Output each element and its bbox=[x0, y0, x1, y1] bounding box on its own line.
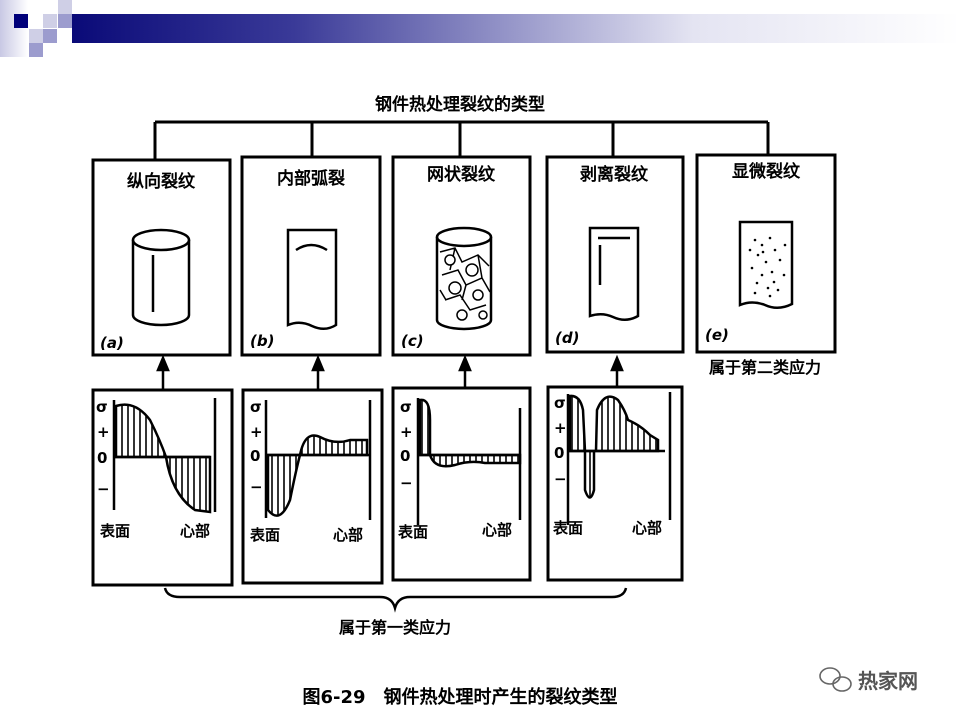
specimen-d-bar bbox=[588, 226, 640, 321]
axis-surface-b: 表面 bbox=[250, 526, 280, 544]
axis-sigma-d: σ bbox=[554, 394, 566, 412]
watermark-text: 热家网 bbox=[858, 669, 918, 693]
decor-square bbox=[43, 29, 57, 43]
axis-plus-c: + bbox=[400, 423, 413, 441]
tree-connectors bbox=[153, 120, 770, 160]
axis-surface-a: 表面 bbox=[100, 522, 130, 540]
stress-graph-box-d bbox=[546, 385, 684, 582]
axis-plus-b: + bbox=[250, 423, 263, 441]
diagram-title: 钢件热处理裂纹的类型 bbox=[375, 94, 545, 115]
first-type-stress-label: 属于第一类应力 bbox=[339, 618, 451, 637]
type-box-d bbox=[545, 155, 685, 354]
type-label-b: (b) bbox=[250, 332, 274, 350]
stress-curve-d bbox=[566, 392, 672, 525]
decor-square bbox=[58, 0, 72, 14]
axis-minus-b: − bbox=[250, 478, 263, 496]
axis-minus-c: − bbox=[400, 474, 413, 492]
axis-plus-d: + bbox=[554, 419, 567, 437]
title-bar bbox=[72, 14, 960, 43]
figure-caption: 图6-29 钢件热处理时产生的裂纹类型 bbox=[302, 686, 617, 708]
axis-core-c: 心部 bbox=[482, 521, 512, 539]
axis-minus-a: − bbox=[97, 480, 110, 498]
stress-graph-box-c bbox=[391, 386, 532, 582]
specimen-a-cylinder bbox=[131, 228, 191, 327]
axis-core-b: 心部 bbox=[333, 526, 363, 544]
decor-square bbox=[43, 14, 57, 28]
type-label-a: (a) bbox=[100, 334, 124, 352]
axis-sigma-a: σ bbox=[96, 398, 108, 416]
axis-core-a: 心部 bbox=[180, 522, 210, 540]
axis-plus-a: + bbox=[97, 423, 110, 441]
specimen-e-microcracks bbox=[738, 220, 794, 309]
axis-core-d: 心部 bbox=[632, 519, 662, 537]
axis-minus-d: − bbox=[554, 470, 567, 488]
watermark: 热家网 bbox=[819, 667, 918, 693]
type-name-a: 纵向裂纹 bbox=[127, 171, 196, 192]
decor-square bbox=[29, 29, 43, 43]
type-box-e bbox=[695, 153, 837, 354]
stress-graph-box-b bbox=[241, 388, 384, 585]
specimen-c-network-cylinder bbox=[435, 226, 493, 331]
axis-zero-c: 0 bbox=[400, 447, 410, 465]
type-box-b bbox=[240, 155, 382, 357]
stress-curve-a bbox=[112, 398, 217, 514]
brace bbox=[163, 587, 628, 613]
wechat-icon bbox=[819, 667, 852, 692]
type-name-d: 剥离裂纹 bbox=[580, 164, 649, 185]
type-label-c: (c) bbox=[401, 332, 424, 350]
type-label-e: (e) bbox=[705, 326, 729, 344]
axis-sigma-c: σ bbox=[400, 398, 412, 416]
stress-graph-box-a bbox=[91, 388, 234, 587]
type-box-c bbox=[391, 155, 532, 357]
type-name-c: 网状裂纹 bbox=[427, 164, 496, 185]
specimen-b-bar bbox=[286, 228, 338, 330]
type-name-b: 内部弧裂 bbox=[277, 168, 345, 189]
decor-square bbox=[58, 14, 72, 28]
decor-strip bbox=[0, 0, 28, 57]
axis-surface-c: 表面 bbox=[398, 523, 428, 541]
axis-sigma-b: σ bbox=[250, 398, 262, 416]
type-name-e: 显微裂纹 bbox=[732, 161, 801, 182]
axis-zero-a: 0 bbox=[97, 449, 107, 467]
stress-curve-c bbox=[416, 398, 522, 525]
decor-square bbox=[14, 14, 28, 28]
axis-surface-d: 表面 bbox=[553, 519, 583, 537]
arrows bbox=[156, 354, 624, 390]
type-box-a bbox=[91, 158, 232, 357]
decor-square bbox=[29, 43, 43, 57]
axis-zero-d: 0 bbox=[554, 444, 564, 462]
type-label-d: (d) bbox=[555, 329, 579, 347]
stress-curve-b bbox=[264, 400, 372, 520]
axis-zero-b: 0 bbox=[250, 447, 260, 465]
second-type-stress-label: 属于第二类应力 bbox=[709, 358, 821, 377]
